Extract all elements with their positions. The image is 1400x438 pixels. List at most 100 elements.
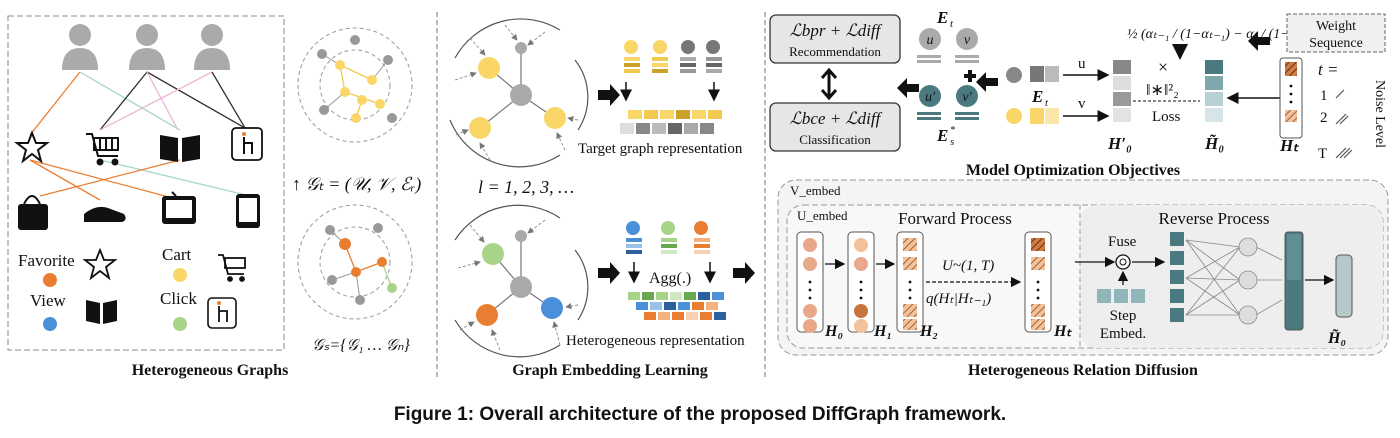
star-icon: [14, 130, 50, 164]
times-symbol: ×: [1158, 57, 1168, 77]
click-icon: [231, 127, 263, 161]
noise-level-label: Noise Level: [1372, 80, 1387, 148]
arrow-left-icon: [976, 72, 998, 92]
noise-swatches: [1335, 89, 1353, 159]
legend-click: Click: [160, 289, 197, 308]
t-value-2: 2: [1320, 110, 1328, 126]
edge-v: v: [1078, 96, 1086, 112]
ht-column: [1279, 57, 1303, 139]
arrow-right-icon: [598, 262, 620, 284]
click-icon: [207, 297, 237, 329]
fused-column: [1170, 232, 1184, 322]
v-prime-label: v′: [962, 90, 972, 105]
fuse-node-inner: [1119, 258, 1127, 266]
q-formula: q(Hₜ|Hₜ₋₁): [926, 291, 991, 307]
cls-label: Classification: [799, 132, 871, 147]
v-node: [956, 28, 978, 50]
arrow-left-icon: [897, 78, 919, 98]
sample-formula: U~(1, T): [942, 258, 994, 274]
weight-sequence-label: Weight: [1316, 19, 1356, 34]
norm-symbol: ‖∗‖²₂: [1146, 82, 1179, 99]
h0-tilde-label: H̃₀: [1204, 134, 1224, 153]
embed-label: Embed.: [1100, 326, 1146, 342]
weight-sequence-label-2: Sequence: [1309, 36, 1363, 51]
t-eq: t =: [1318, 60, 1338, 79]
u-node: [919, 28, 941, 50]
v-embed-label: V_embed: [790, 183, 841, 198]
hetero-graphs-frame: [7, 15, 285, 351]
u-prime-node: [919, 85, 941, 107]
hetero-graphs-title: Heterogeneous Graphs: [132, 362, 289, 379]
et-subscript: t: [950, 18, 954, 30]
user-icons: [62, 24, 230, 70]
rec-label: Recommendation: [789, 44, 881, 59]
aggregated-blocks: [628, 292, 726, 320]
rec-loss: ℒbpr + ℒdiff: [790, 21, 883, 40]
es-superscript: *: [950, 125, 955, 136]
output-column: [1335, 254, 1353, 318]
view-dot: [43, 317, 57, 331]
cart-icon: [218, 254, 246, 282]
user-node: [1006, 108, 1022, 124]
ht-stack: [1024, 231, 1052, 333]
aggregated-row-top: [620, 110, 722, 134]
h0-label: H₀: [824, 323, 843, 340]
v-prime-node: [956, 85, 978, 107]
v-label: v: [964, 33, 971, 48]
weight-sequence-box: [1286, 13, 1386, 53]
legend-favorite: Favorite: [18, 251, 75, 270]
h2-label: H₂: [919, 323, 938, 340]
t-value-1: 1: [1320, 88, 1328, 104]
h1-stack: [847, 231, 875, 333]
arrow-right-icon: [598, 84, 620, 106]
double-arrow-icon: [820, 67, 838, 101]
diffusion-panel: V_embed U_embed Forward Process Reverse …: [777, 179, 1389, 379]
legend-view: View: [30, 291, 67, 310]
arrow-right-icon: [733, 262, 755, 284]
h0-tilde-diff-label: H̃₀: [1327, 328, 1346, 347]
et-label: E: [936, 8, 948, 27]
weight-formula: ½ (αₜ₋₁ / (1−αₜ₋₁) − αₜ / (1−αₜ)): [1127, 27, 1311, 42]
hetero-graphs-panel: Favorite Cart View Click Heterogeneous G…: [7, 15, 289, 379]
user-icon: [62, 24, 98, 70]
cart-dot: [173, 268, 187, 282]
es-label: E: [936, 126, 948, 145]
behavior-legend: Favorite Cart View Click: [18, 245, 246, 331]
optimization-panel: ℒbpr + ℒdiff Recommendation ℒbce + ℒdiff…: [769, 8, 1387, 179]
agg-label: Agg(.): [649, 270, 691, 287]
classification-box: ℒbce + ℒdiff Classification: [769, 102, 901, 152]
h2-stack: [896, 231, 924, 333]
heterogeneous-label: Heterogeneous representation: [566, 333, 745, 349]
embedding-columns: [624, 40, 722, 73]
h0-prime-column: [1113, 60, 1131, 122]
forward-label: Forward Process: [898, 209, 1012, 228]
ht-label: Hₜ: [1279, 136, 1299, 155]
hidden-layer-top: [1287, 234, 1301, 280]
book-icon: [160, 135, 200, 162]
h1-label: H₁: [873, 323, 892, 340]
mlp-network: [1185, 237, 1283, 325]
cart-icon: [86, 133, 119, 166]
target-representation: Target graph representation: [578, 40, 743, 157]
edge-u: u: [1078, 56, 1086, 72]
optimization-title: Model Optimization Objectives: [966, 162, 1180, 179]
diffusion-title: Heterogeneous Relation Diffusion: [968, 362, 1198, 379]
h0-stack: [796, 231, 824, 333]
arrow-left-icon: [1248, 31, 1270, 51]
star-icon: [82, 247, 118, 281]
gnn-graph-top: [449, 18, 589, 168]
t-value-T: T: [1318, 146, 1327, 162]
favorite-dot: [43, 273, 57, 287]
plus-icon: [964, 70, 976, 82]
target-graph: [297, 27, 413, 143]
u-embed-label: U_embed: [797, 208, 848, 223]
fuse-label: Fuse: [1108, 234, 1137, 250]
graph-embedding-panel: ↑ 𝒢ₜ = (𝒰, 𝒱, ℰᵣ) 𝒢ₛ={𝒢₁ … 𝒢ₙ}: [292, 12, 766, 380]
reverse-bg: [1080, 205, 1383, 348]
heterogeneous-representation: Agg(.) Heterogeneous representation: [566, 221, 755, 349]
source-graphs: [297, 204, 413, 320]
h0-prime-label: H′₀: [1107, 134, 1132, 153]
gs-formula: 𝒢ₛ={𝒢₁ … 𝒢ₙ}: [312, 337, 411, 354]
gnn-graph-bottom: [454, 204, 589, 358]
user-icon: [194, 24, 230, 70]
